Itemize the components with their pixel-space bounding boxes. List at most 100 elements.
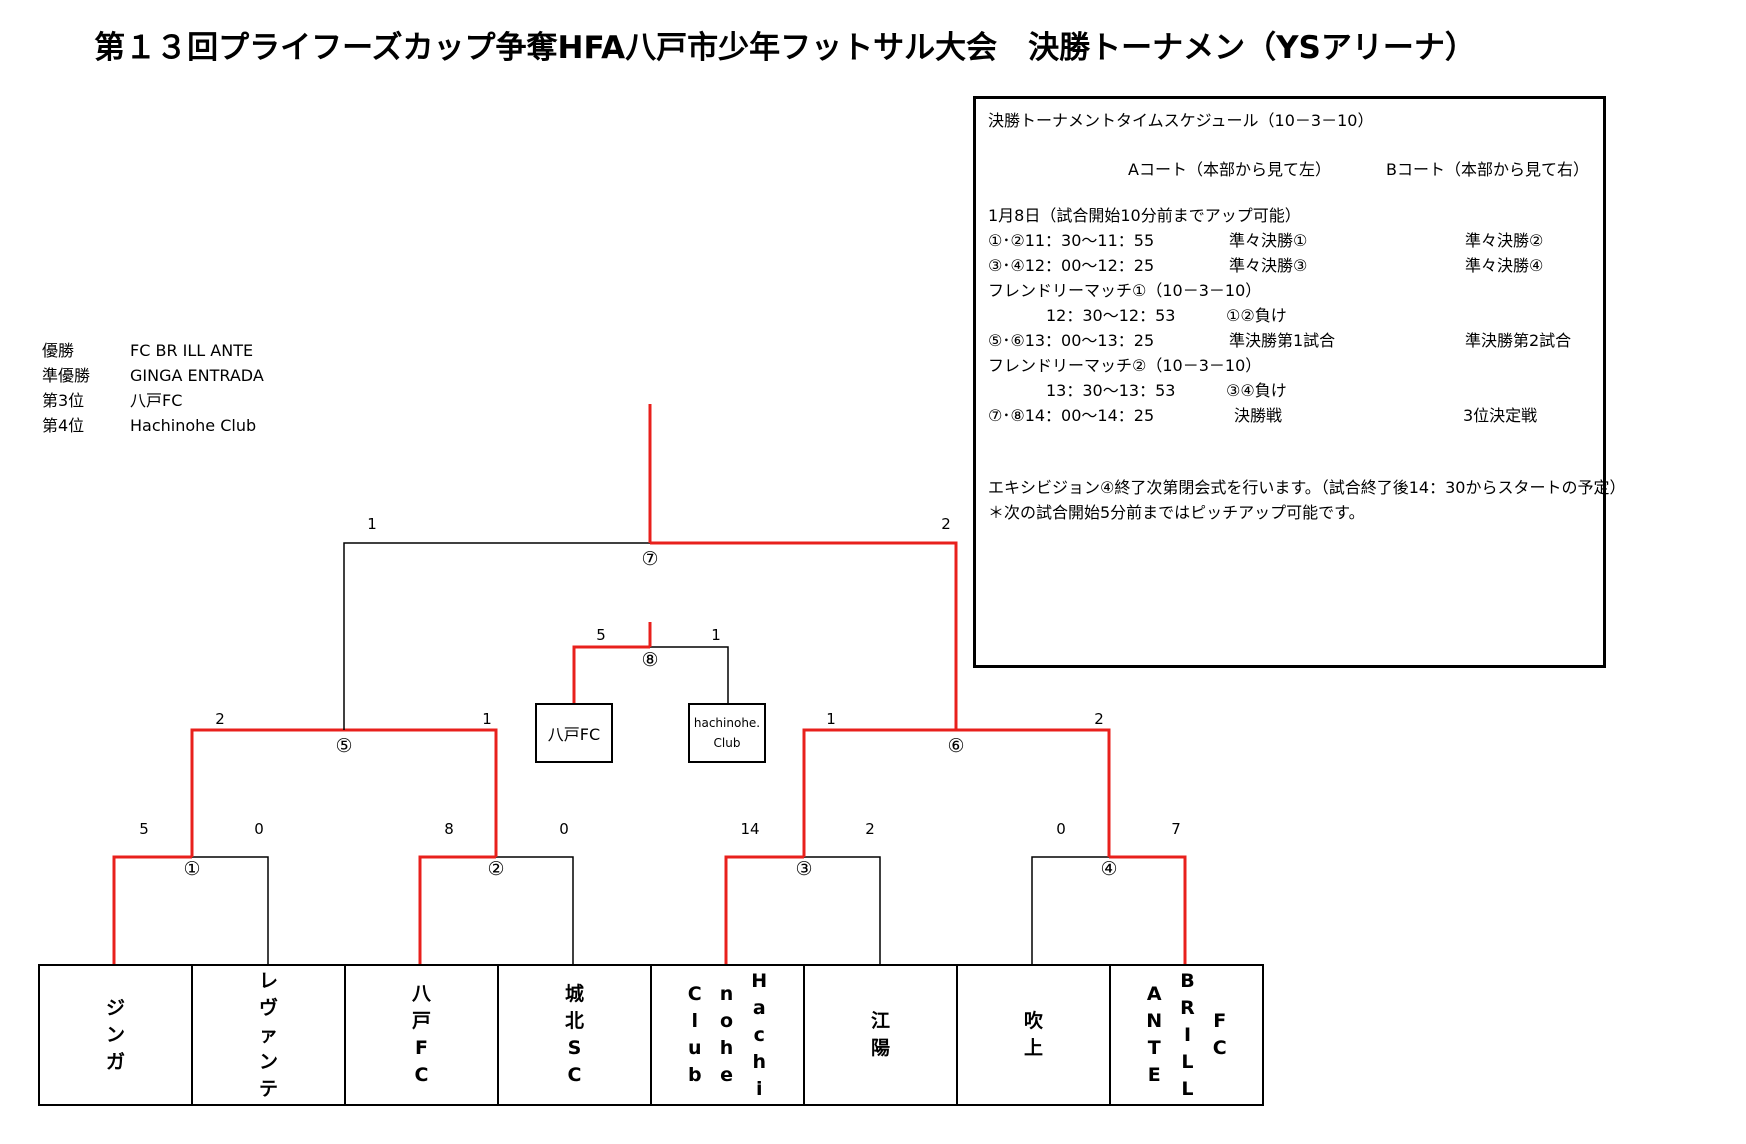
schedule-court-a: 準々決勝①	[1229, 231, 1308, 250]
schedule-court-b: 準決勝第2試合	[1465, 331, 1572, 350]
bracket-line-winner	[344, 728, 498, 857]
schedule-note: ＊次の試合開始5分前まではピッチアップ可能です。	[988, 503, 1365, 522]
score: 1	[711, 626, 721, 644]
team-name: 吹上	[1023, 1010, 1043, 1059]
page-title: 第１３回プライフーズカップ争奪HFA八戸市少年フットサル大会 決勝トーナメン（Y…	[94, 30, 1476, 66]
result-rank: 優勝	[42, 341, 75, 360]
bracket-line	[343, 542, 650, 730]
schedule-court-a: ①②負け	[1226, 306, 1287, 325]
result-row: 準優勝 GINGA ENTRADA	[42, 363, 264, 388]
score: 8	[444, 820, 454, 838]
bracket-line-winner	[190, 728, 344, 857]
bracket-line-winner	[418, 855, 496, 965]
team-name: 江陽	[870, 1010, 890, 1059]
bracket-line	[804, 856, 881, 965]
score: 1	[367, 515, 377, 533]
schedule-court-a: 準々決勝③	[1229, 256, 1308, 275]
score: 5	[596, 626, 606, 644]
result-row: 優勝 FC BR ILL ANTE	[42, 338, 264, 363]
bracket-line	[192, 856, 269, 965]
result-team: Hachinohe Club	[130, 416, 257, 435]
schedule-time: ⑦･⑧14：00～14：25	[988, 406, 1155, 425]
match-number: ②	[487, 858, 505, 880]
result-team: FC BR ILL ANTE	[130, 341, 254, 360]
score: 0	[254, 820, 264, 838]
schedule-court-b: 準々決勝④	[1465, 256, 1544, 275]
third-place-team-left: 八戸FC	[535, 703, 613, 763]
score: 0	[1056, 820, 1066, 838]
schedule-court-a: 準決勝第1試合	[1229, 331, 1336, 350]
team-name: レヴァンテ	[258, 969, 278, 1100]
match-number: ⑤	[335, 735, 353, 757]
result-rank: 準優勝	[42, 366, 91, 385]
bracket-line-winner	[572, 645, 650, 706]
schedule-note: エキシビジョン④終了次第閉会式を行います。（試合終了後14：30からスタートの予…	[988, 478, 1626, 497]
final-results: 優勝 FC BR ILL ANTE 準優勝 GINGA ENTRADA 第3位 八戸F…	[42, 338, 264, 438]
bracket-line-winner	[112, 855, 192, 965]
bracket-line	[650, 646, 729, 706]
schedule-time: ③･④12：00～12：25	[988, 256, 1155, 275]
score: 7	[1171, 820, 1181, 838]
schedule-time: フレンドリーマッチ①（10－3－10）	[988, 281, 1262, 300]
team-box: レヴァンテ	[193, 966, 346, 1104]
bracket-line	[1031, 856, 1109, 965]
score: 2	[1094, 710, 1104, 728]
schedule-box: 決勝トーナメントタイムスケジュール（10－3－10） Aコート（本部から見て左）…	[973, 96, 1625, 668]
bracket-line-winner	[724, 855, 804, 965]
match-number: ④	[1100, 858, 1118, 880]
third-place-team-right: hachinohe. Club	[688, 703, 766, 763]
team-box: ジンガ	[40, 966, 193, 1104]
schedule-time: フレンドリーマッチ②（10－3－10）	[988, 356, 1262, 375]
third-place-team-label: hachinohe.	[693, 716, 761, 730]
match-number: ⑥	[947, 735, 965, 757]
score: 14	[740, 820, 760, 838]
bracket-line-winner	[802, 728, 956, 857]
bracket-line	[496, 856, 574, 965]
schedule-time: ①･②11：30～11：55	[988, 231, 1155, 250]
score: 5	[139, 820, 149, 838]
result-rank: 第4位	[42, 416, 85, 435]
match-number: ③	[795, 858, 813, 880]
schedule-court-b: 準々決勝②	[1465, 231, 1544, 250]
team-box: 吹上	[958, 966, 1111, 1104]
score: 2	[941, 515, 951, 533]
result-rank: 第3位	[42, 391, 85, 410]
schedule-court-a: 決勝戦	[1234, 406, 1283, 425]
team-name: ジンガ	[105, 996, 125, 1073]
result-row: 第3位 八戸FC	[42, 388, 264, 413]
score: 1	[482, 710, 492, 728]
schedule-date: 1月8日（試合開始10分前までアップ可能）	[988, 206, 1301, 225]
score: 1	[826, 710, 836, 728]
third-place-team-label: Club	[713, 736, 741, 750]
schedule-court-a: ③④負け	[1226, 381, 1287, 400]
schedule-time: 12：30～12：53	[1046, 306, 1176, 325]
schedule-heading: 決勝トーナメントタイムスケジュール（10－3－10）	[988, 111, 1374, 130]
match-number: ①	[183, 858, 201, 880]
bracket-line-winner	[956, 728, 1111, 857]
schedule-court-b: 3位決定戦	[1463, 406, 1538, 425]
third-place-team-label: 八戸FC	[547, 725, 601, 744]
result-team: GINGA ENTRADA	[130, 366, 264, 385]
result-team: 八戸FC	[130, 391, 183, 410]
result-row: 第4位 Hachinohe Club	[42, 413, 264, 438]
schedule-time: 13：30～13：53	[1046, 381, 1176, 400]
score: 2	[215, 710, 225, 728]
bracket-line-winner	[1109, 855, 1187, 965]
score: 2	[865, 820, 875, 838]
schedule-time: ⑤･⑥13：00～13：25	[988, 331, 1155, 350]
match-number: ⑧	[641, 649, 659, 671]
team-box: 江陽	[805, 966, 958, 1104]
